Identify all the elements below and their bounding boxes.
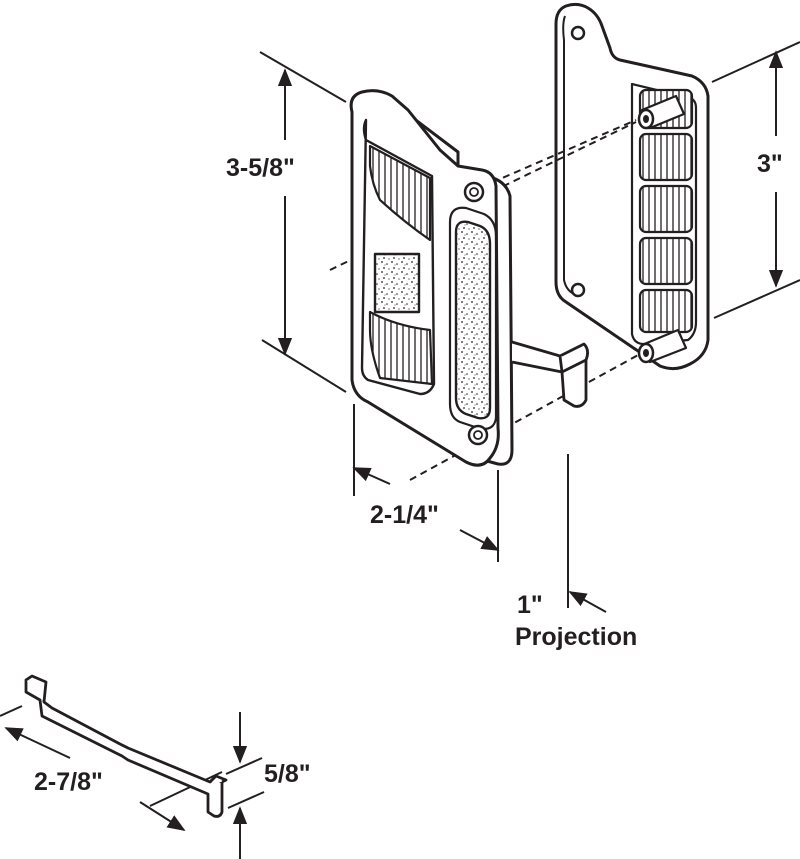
outer-mounting-plate: [554, 2, 710, 371]
spacer-tab: [24, 674, 228, 818]
dimension-label-projection-word: Projection: [515, 623, 638, 651]
mounting-post-bottom: [637, 328, 688, 364]
dimension-label-plate-height: 3": [757, 150, 783, 178]
dimension-label-tab-length: 2-7/8": [34, 768, 103, 796]
dimension-label-tab-height: 5/8": [264, 760, 311, 788]
dimension-label-projection-value: 1": [517, 591, 543, 619]
handle-body: [349, 89, 514, 467]
dimension-label-handle-width: 2-1/4": [370, 501, 439, 529]
mounting-post-top: [637, 94, 686, 130]
dimension-label-handle-height: 3-5/8": [226, 154, 295, 182]
dimension-lines: [0, 41, 800, 859]
latch-lever: [511, 340, 589, 408]
